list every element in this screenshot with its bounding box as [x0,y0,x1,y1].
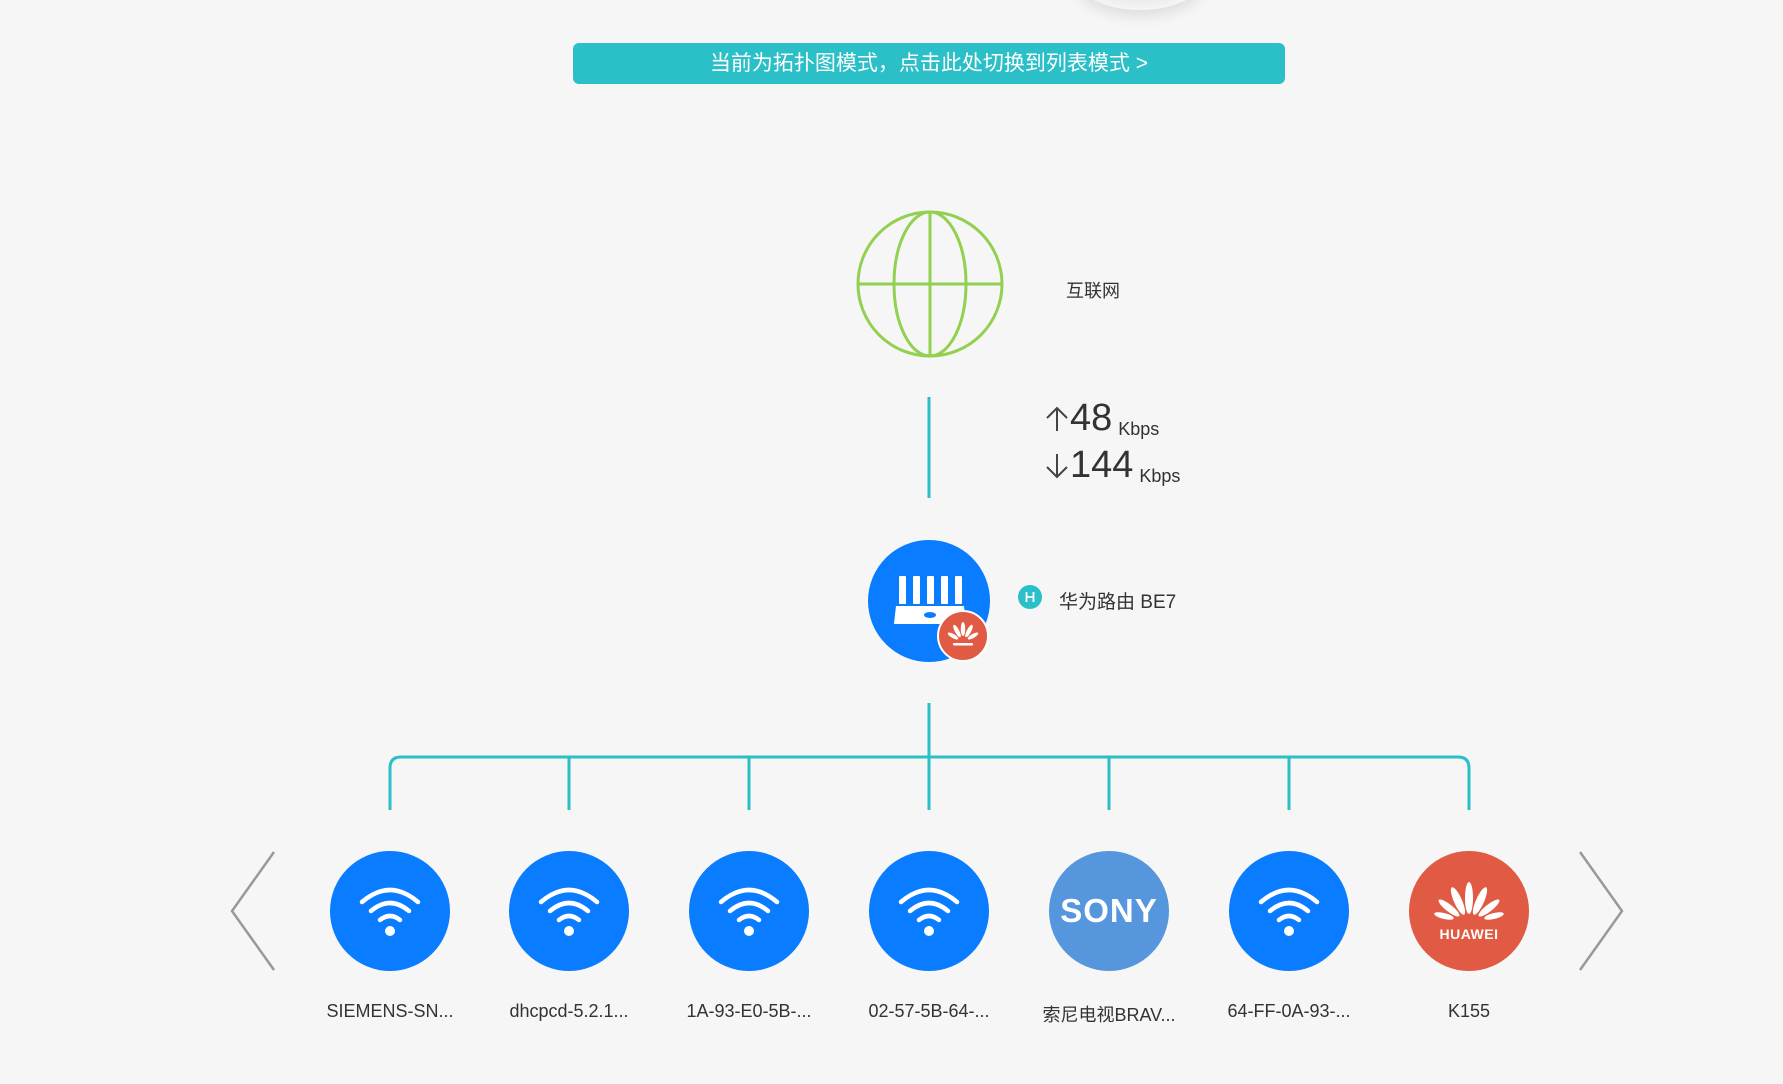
device-item[interactable]: 64-FF-0A-93-... [1194,851,1384,1036]
router-status-icon [1018,585,1042,609]
device-item[interactable]: 02-57-5B-64-... [834,851,1024,1036]
device-name: 索尼电视BRAV... [1042,1005,1176,1025]
arrow-down-icon [1046,453,1068,478]
upload-speed-unit: Kbps [1118,418,1160,439]
download-speed-unit: Kbps [1139,465,1181,486]
huawei-logo-icon: HUAWEI [1409,851,1529,971]
sony-logo-text: SONY [1060,892,1158,929]
device-name: 02-57-5B-64-... [868,1001,990,1021]
upload-speed-value: 48 [1070,397,1113,439]
device-item[interactable]: dhcpcd-5.2.1... [474,851,664,1036]
device-item[interactable]: SONY 索尼电视BRAV... [1014,851,1204,1036]
huawei-badge-icon [937,610,989,662]
device-item[interactable]: SIEMENS-SN... [295,851,485,1036]
wifi-icon [330,851,450,971]
router-name: 华为路由 BE7 [1059,592,1177,613]
chevron-left-icon[interactable] [228,850,278,972]
device-name: K155 [1447,1001,1491,1021]
device-name: dhcpcd-5.2.1... [509,1001,629,1021]
wifi-icon [689,851,809,971]
wifi-icon [869,851,989,971]
device-item[interactable]: 1A-93-E0-5B-... [654,851,844,1036]
internet-label: 互联网 [1066,281,1120,301]
wifi-icon [1229,851,1349,971]
device-item[interactable]: HUAWEI K155 [1374,851,1564,1036]
globe-icon [856,210,1004,358]
huawei-logo-text: HUAWEI [1439,926,1499,942]
switch-to-list-mode-button[interactable]: 当前为拓扑图模式，点击此处切换到列表模式 > [573,43,1285,84]
arrow-up-icon [1046,406,1068,431]
wifi-icon [509,851,629,971]
device-name: 64-FF-0A-93-... [1227,1001,1351,1021]
download-speed-value: 144 [1070,444,1134,486]
device-name: 1A-93-E0-5B-... [686,1001,812,1021]
device-name: SIEMENS-SN... [326,1001,454,1021]
sony-logo-icon: SONY [1049,851,1169,971]
top-decoration [1070,0,1210,10]
chevron-right-icon[interactable] [1576,850,1626,972]
